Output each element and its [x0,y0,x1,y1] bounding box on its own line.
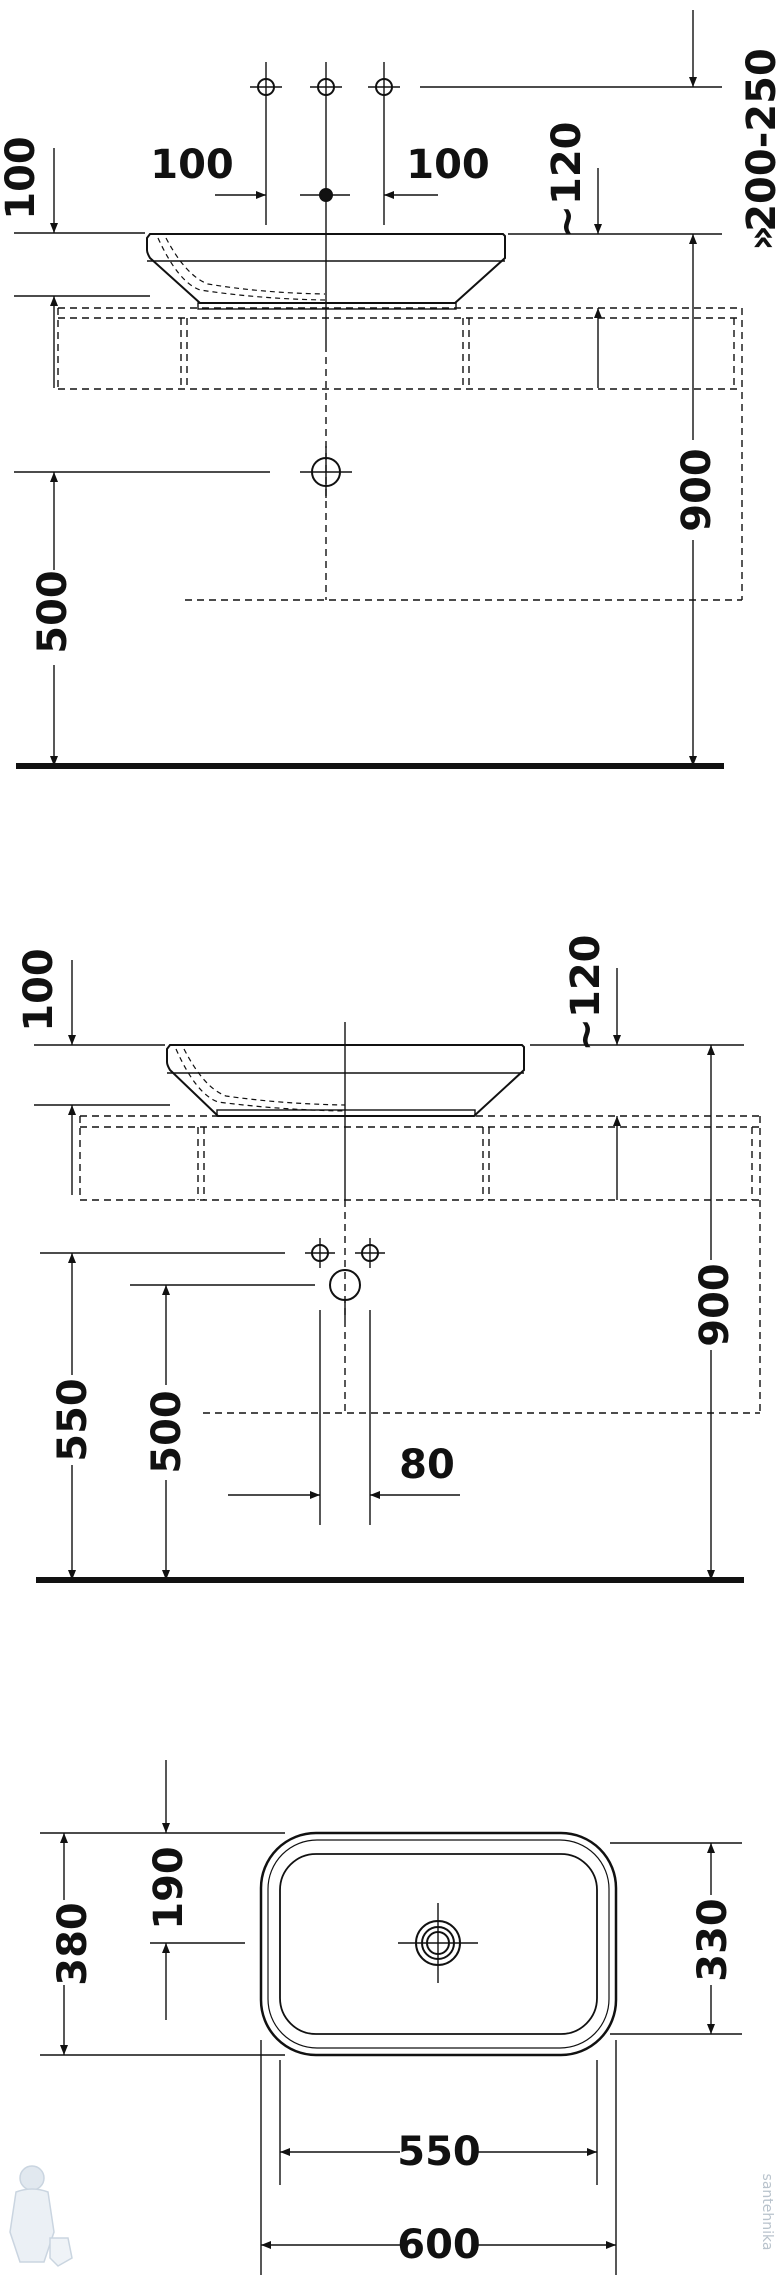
dim-rim-height: 900 [674,448,720,532]
dim-tap-spacing-right: 100 [406,142,490,188]
dim-outer-depth: 380 [50,1902,96,1986]
dim-inner-width: 550 [397,2129,481,2175]
plan-view-labels: 380 190 330 550 600 [50,1846,736,2268]
watermark-plumber-logo [9,2165,73,2267]
plan-view [40,1760,742,2275]
elevation-view-wall-taps [14,10,743,769]
tap-left-icon [250,78,282,96]
dim-rim-offset: 100 [16,948,62,1032]
dim-wall-outlet-height: 200-250 [739,48,779,232]
countertop-dashed [79,1115,761,1414]
dim-inner-depth: 330 [690,1898,736,1982]
dim-waste-height: 500 [144,1390,190,1474]
drain-icon [398,1903,478,1983]
basin-outline-inner [279,1853,598,2035]
dim-outer-width: 600 [397,2222,481,2268]
dim-basin-height: ~120 [563,934,609,1051]
basin-outline-outer [259,1831,618,2057]
dim-drain-offset: 190 [146,1846,192,1930]
basin-profile [166,1044,525,1117]
supply-valve-left-icon [305,1238,335,1268]
elevation-view-wall-taps-labels: 100 100 100 500 ~120 » 200-250 900 [0,48,779,654]
dim-basin-height: ~120 [544,121,590,238]
dim-tap-spacing-left: 100 [150,142,234,188]
dim-rim-height: 900 [692,1263,738,1347]
dim-supply-spacing: 80 [399,1442,455,1488]
dim-waste-height: 500 [30,570,76,654]
countertop-dashed [57,307,743,601]
spout-outlet-icon [319,188,333,202]
basin-outline-mid [267,1839,610,2049]
elevation-view-deck [34,960,761,1583]
watermark-text: santehnika [759,2174,775,2251]
dim-supply-height: 550 [50,1378,96,1462]
elevation-view-deck-labels: 100 ~120 900 550 500 80 [16,934,738,1488]
tap-right-icon [368,78,400,96]
tap-middle-icon [310,78,342,96]
supply-valve-right-icon [355,1238,385,1268]
basin-profile [146,233,506,304]
dim-wall-outlet-height-prefix: » [739,225,779,251]
dim-tap-height-above-rim: 100 [0,136,44,220]
